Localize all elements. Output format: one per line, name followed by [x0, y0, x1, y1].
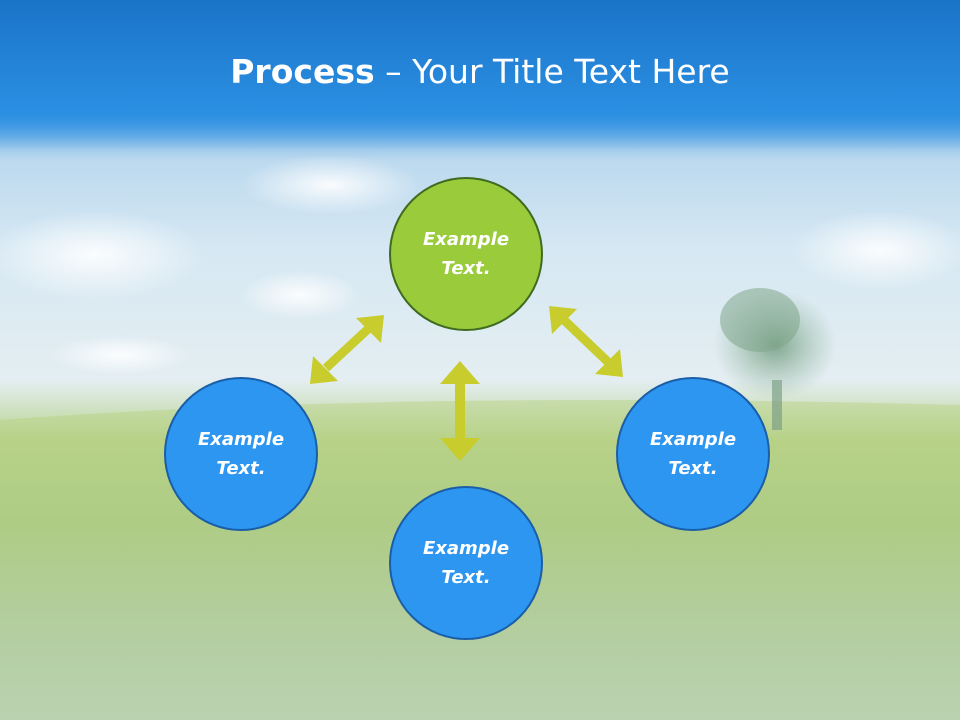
- node-right[interactable]: Example Text.: [616, 377, 770, 531]
- node-bottom-line2: Text.: [406, 563, 526, 592]
- node-top-line2: Text.: [406, 254, 526, 283]
- node-left-line1: Example: [181, 425, 301, 454]
- node-bottom-line1: Example: [406, 534, 526, 563]
- arrow-top-left: [310, 315, 384, 384]
- arrow-vertical: [440, 361, 480, 461]
- node-left-line2: Text.: [181, 454, 301, 483]
- node-top-label: Example Text.: [406, 225, 526, 283]
- arrow-top-right: [549, 306, 623, 377]
- node-left-label: Example Text.: [181, 425, 301, 483]
- node-bottom-label: Example Text.: [406, 534, 526, 592]
- node-top-line1: Example: [406, 225, 526, 254]
- node-right-label: Example Text.: [633, 425, 753, 483]
- node-bottom[interactable]: Example Text.: [389, 486, 543, 640]
- node-top[interactable]: Example Text.: [389, 177, 543, 331]
- node-right-line2: Text.: [633, 454, 753, 483]
- node-left[interactable]: Example Text.: [164, 377, 318, 531]
- node-right-line1: Example: [633, 425, 753, 454]
